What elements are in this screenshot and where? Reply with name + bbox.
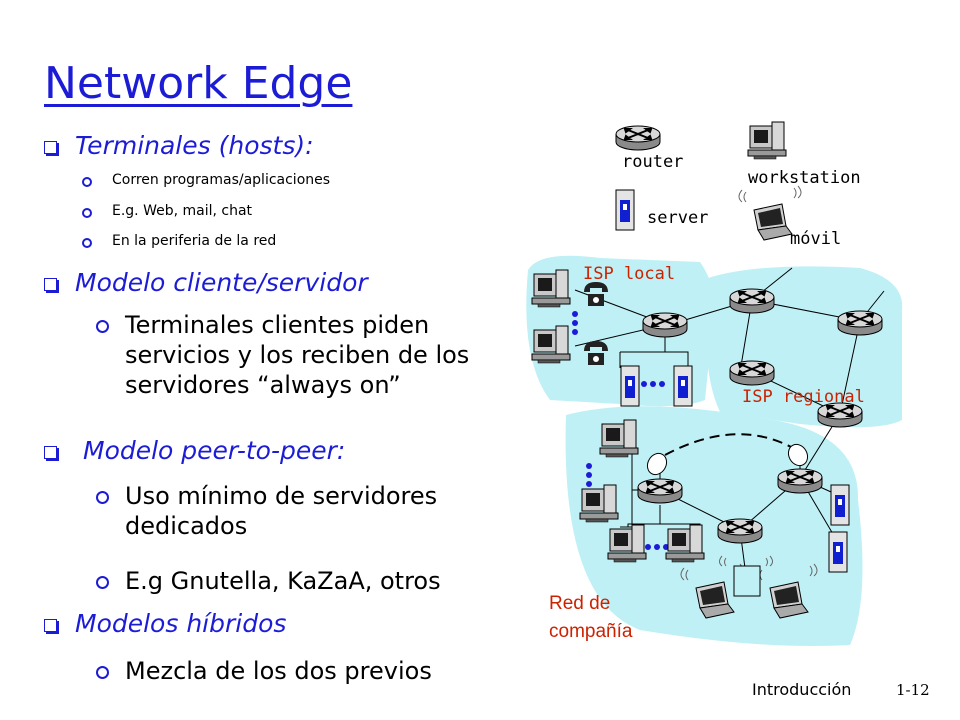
square-bullet-icon bbox=[44, 278, 57, 291]
legend-workstation-label: workstation bbox=[748, 168, 861, 188]
bullet-hybrid: Modelos híbridos bbox=[44, 609, 286, 638]
workstation-icon bbox=[531, 269, 571, 308]
server-icon bbox=[620, 365, 640, 407]
slide-title: Network Edge bbox=[44, 58, 353, 109]
page-number: 1-12 bbox=[896, 681, 930, 699]
sub-bullet: Corren programas/aplicaciones bbox=[82, 172, 330, 188]
router-icon bbox=[777, 468, 823, 494]
sub-bullet: Uso mínimo de servidores dedicados bbox=[96, 481, 516, 541]
square-bullet-icon bbox=[44, 619, 57, 632]
workstation-icon bbox=[531, 325, 571, 364]
router-icon bbox=[615, 125, 661, 151]
isp-local-region bbox=[526, 255, 715, 407]
router-icon bbox=[717, 518, 763, 544]
sub-bullet: E.g. Web, mail, chat bbox=[82, 203, 252, 219]
square-bullet-icon bbox=[44, 141, 57, 154]
satellite-dish-icon bbox=[646, 443, 809, 476]
ring-bullet-icon bbox=[96, 320, 109, 333]
sub-bullet: Mezcla de los dos previos bbox=[96, 656, 432, 686]
company-network-label: Red de compañía bbox=[549, 593, 633, 642]
bullet-hosts-label: Terminales (hosts): bbox=[75, 131, 314, 160]
bullet-client-server: Modelo cliente/servidor bbox=[44, 268, 368, 297]
sub-bullet: E.g Gnutella, KaZaA, otros bbox=[96, 566, 441, 596]
server-icon bbox=[673, 365, 693, 407]
workstation-icon bbox=[747, 121, 787, 160]
server-icon bbox=[828, 531, 848, 573]
square-bullet-icon bbox=[44, 446, 57, 459]
legend-router-label: router bbox=[622, 152, 684, 172]
router-icon bbox=[637, 478, 683, 504]
router-icon bbox=[837, 310, 883, 336]
ring-bullet-icon bbox=[96, 666, 109, 679]
workstation-icon bbox=[599, 419, 639, 458]
ring-bullet-icon bbox=[82, 238, 92, 248]
legend-mobile-label: móvil bbox=[790, 229, 842, 249]
ring-bullet-icon bbox=[96, 576, 109, 589]
workstation-icon bbox=[607, 524, 647, 563]
legend-server-label: server bbox=[647, 208, 709, 228]
router-icon bbox=[729, 360, 775, 386]
bullet-hosts: Terminales (hosts): bbox=[44, 131, 314, 160]
server-icon bbox=[615, 189, 635, 231]
ring-bullet-icon bbox=[96, 491, 109, 504]
workstation-icon bbox=[579, 484, 619, 523]
footer-section-label: Introducción bbox=[752, 680, 852, 699]
router-icon bbox=[642, 312, 688, 338]
ring-bullet-icon bbox=[82, 208, 92, 218]
server-icon bbox=[830, 484, 850, 526]
sub-bullet: Terminales clientes piden servicios y lo… bbox=[96, 310, 516, 400]
workstation-icon bbox=[665, 524, 705, 563]
ring-bullet-icon bbox=[82, 177, 92, 187]
bullet-peer-to-peer: Modelo peer-to-peer: bbox=[44, 436, 345, 465]
isp-regional-label: ISP regional bbox=[742, 387, 865, 407]
router-icon bbox=[729, 288, 775, 314]
access-point-icon bbox=[733, 565, 761, 597]
isp-local-label: ISP local bbox=[583, 264, 676, 284]
sub-bullet: En la periferia de la red bbox=[82, 233, 276, 249]
